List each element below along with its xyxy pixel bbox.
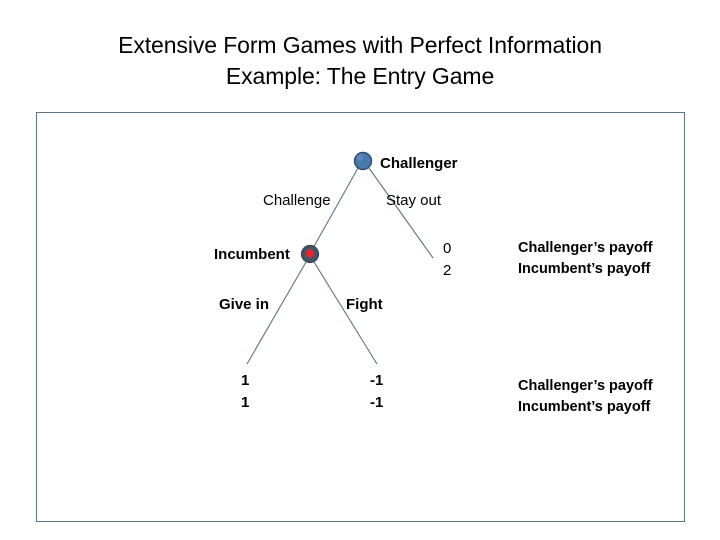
content-frame [36, 112, 685, 522]
slide-title: Extensive Form Games with Perfect Inform… [0, 30, 720, 92]
annotation-line-incumbent: Incumbent’s payoff [518, 399, 651, 415]
node-label-challenger: Challenger [380, 155, 458, 172]
payoff-challenger-value: -1 [370, 372, 384, 389]
payoff-terminal-fight: -1 -1 [370, 370, 383, 414]
annotation-line-incumbent: Incumbent’s payoff [518, 261, 651, 277]
payoff-incumbent-value: 1 [241, 394, 250, 411]
annotation-line-challenger: Challenger’s payoff [518, 378, 653, 394]
payoff-challenger-value: 1 [241, 372, 250, 389]
edge-label-stay-out: Stay out [386, 192, 442, 209]
edge-label-challenge: Challenge [263, 192, 331, 209]
annotation-payoff-legend-bottom: Challenger’s payoff Incumbent’s payoff [518, 376, 653, 418]
slide-title-line-1: Extensive Form Games with Perfect Inform… [118, 32, 602, 58]
slide-title-line-2: Example: The Entry Game [225, 63, 495, 89]
node-label-incumbent: Incumbent [214, 246, 290, 263]
payoff-terminal-stay-out: 0 2 [443, 238, 451, 282]
payoff-incumbent-value: -1 [370, 394, 384, 411]
payoff-incumbent-value: 2 [443, 262, 452, 279]
annotation-line-challenger: Challenger’s payoff [518, 240, 653, 256]
payoff-terminal-give-in: 1 1 [241, 370, 249, 414]
edge-label-give-in: Give in [219, 296, 270, 313]
annotation-payoff-legend-top: Challenger’s payoff Incumbent’s payoff [518, 238, 653, 280]
edge-label-fight: Fight [346, 296, 383, 313]
payoff-challenger-value: 0 [443, 240, 452, 257]
